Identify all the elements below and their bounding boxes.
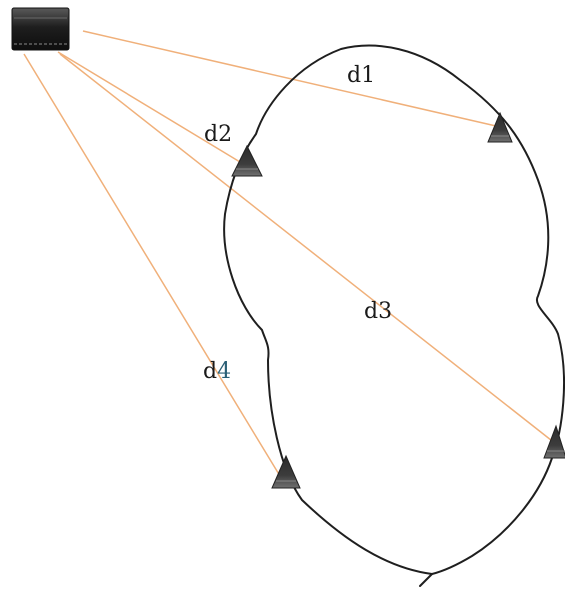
label-d2: d2 <box>204 122 232 147</box>
label-d4-accent: 4 <box>217 359 231 384</box>
coverage-boundary <box>223 44 565 575</box>
node-3-triangle-icon <box>543 424 565 459</box>
label-d3: d3 <box>364 299 392 324</box>
ray-d2 <box>57 51 241 163</box>
label-d1: d1 <box>347 63 375 88</box>
ray-d3 <box>59 53 557 445</box>
ray-d1 <box>82 30 497 127</box>
node-4-triangle-icon <box>271 454 301 489</box>
node-1-triangle-icon <box>487 111 513 143</box>
label-d4-main: d <box>203 359 217 384</box>
ray-d4 <box>23 53 281 477</box>
node-2-triangle-icon <box>231 144 263 177</box>
label-d4: d4 <box>203 359 231 384</box>
server-icon <box>11 7 70 51</box>
boundary-tail <box>419 573 433 587</box>
